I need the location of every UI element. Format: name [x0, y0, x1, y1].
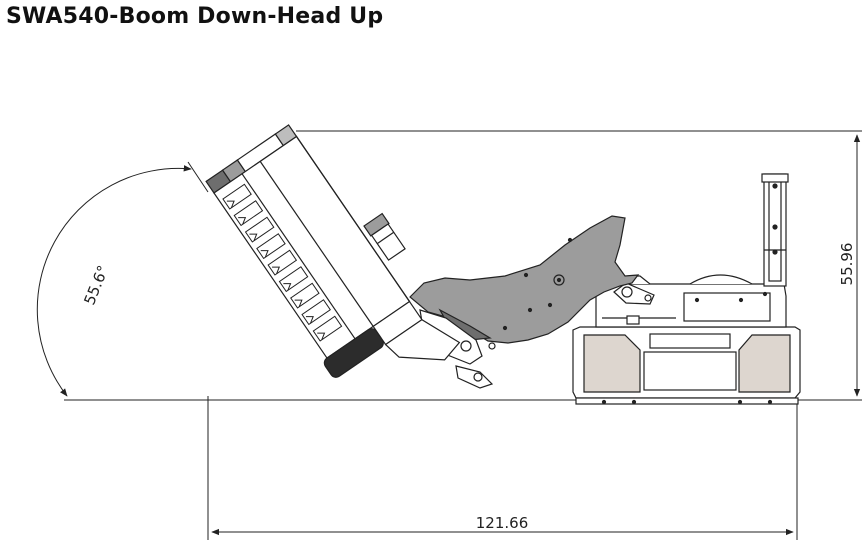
angle-dimension-arc — [36, 165, 192, 397]
boom-arm — [409, 215, 640, 344]
dimension-lines — [36, 130, 862, 540]
angle-extension-line — [187, 161, 209, 193]
angle-dimension-label: 55.6° — [80, 263, 112, 308]
height-dimension-label: 55.96 — [838, 243, 856, 286]
flail-head — [205, 124, 461, 378]
hydraulic-motor — [363, 212, 406, 261]
diagram-title: SWA540-Boom Down-Head Up — [6, 4, 384, 29]
flail-hammers — [222, 183, 343, 342]
carrier-frame — [572, 274, 801, 405]
length-dimension-label: 121.66 — [476, 514, 529, 532]
upright-bracket — [761, 173, 789, 287]
